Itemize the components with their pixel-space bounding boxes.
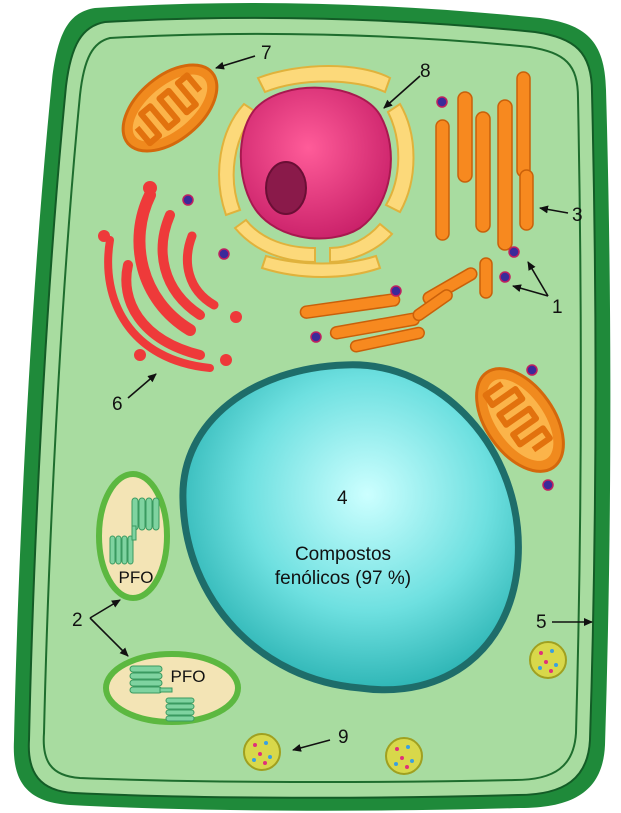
label-6: 6 [112,394,123,415]
vesicle [386,738,422,774]
nucleus [241,88,391,239]
label-1: 1 [552,297,563,318]
label-7: 7 [261,43,272,64]
vacuole-label-line1: Compostos [295,544,391,565]
plastid-bottom-label: PFO [171,667,206,686]
label-4: 4 [337,488,348,509]
plastid-bottom [106,654,238,722]
label-2: 2 [72,610,83,631]
nucleolus [266,162,306,214]
label-8: 8 [420,61,431,82]
label-5: 5 [536,612,547,633]
vesicle [530,642,566,678]
vesicle [244,734,280,770]
label-3: 3 [572,205,583,226]
label-9: 9 [338,727,349,748]
plastid-top-label: PFO [119,568,154,587]
vacuole-label-line2: fenólicos (97 %) [275,568,411,589]
